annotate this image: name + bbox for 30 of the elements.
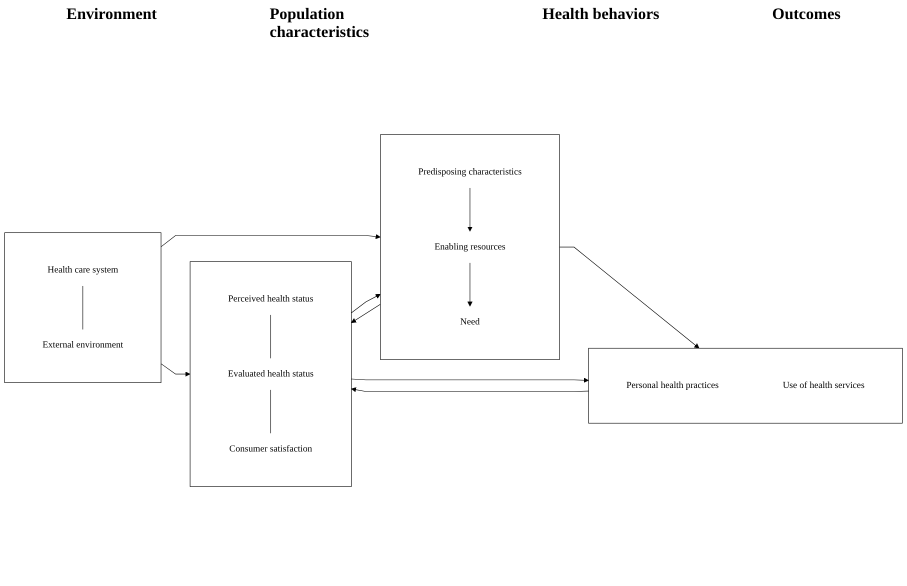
node-text: External environment bbox=[42, 340, 124, 350]
column-heading: Outcomes bbox=[772, 6, 841, 25]
arrow bbox=[467, 262, 473, 308]
node-text: Enabling resources bbox=[434, 242, 506, 252]
arrow bbox=[351, 378, 589, 384]
arrow bbox=[351, 388, 589, 393]
arrow bbox=[351, 294, 381, 314]
node-text: Predisposing characteristics bbox=[418, 167, 522, 178]
node-text: Need bbox=[460, 317, 480, 328]
cluster bbox=[4, 232, 162, 384]
connector bbox=[82, 286, 84, 330]
arrow bbox=[559, 247, 700, 349]
cluster bbox=[588, 348, 903, 424]
arrow bbox=[467, 188, 473, 232]
cluster bbox=[380, 134, 560, 360]
cluster bbox=[190, 262, 352, 488]
node-text: Perceived health status bbox=[228, 294, 314, 304]
arrow bbox=[351, 304, 381, 324]
column-heading: Population characteristics bbox=[270, 6, 370, 43]
node-text: Use of health services bbox=[782, 380, 865, 391]
connector bbox=[270, 390, 272, 434]
arrow bbox=[160, 364, 190, 378]
node-text: Personal health practices bbox=[626, 380, 719, 391]
node-text: Consumer satisfaction bbox=[229, 444, 312, 454]
node-text: Evaluated health status bbox=[228, 369, 314, 380]
column-heading: Environment bbox=[66, 6, 157, 25]
column-heading: Health behaviors bbox=[542, 6, 660, 25]
node-text: Health care system bbox=[47, 265, 118, 276]
arrow bbox=[160, 234, 381, 248]
connector bbox=[270, 314, 272, 360]
